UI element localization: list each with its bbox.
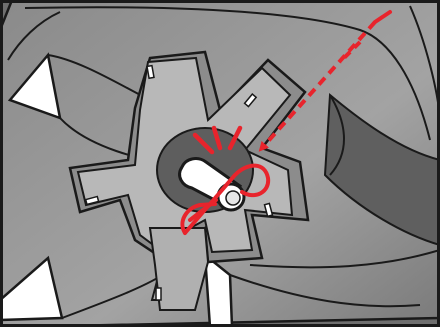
lug-mark-top xyxy=(147,66,154,79)
lug-mark-bottom xyxy=(156,288,161,300)
